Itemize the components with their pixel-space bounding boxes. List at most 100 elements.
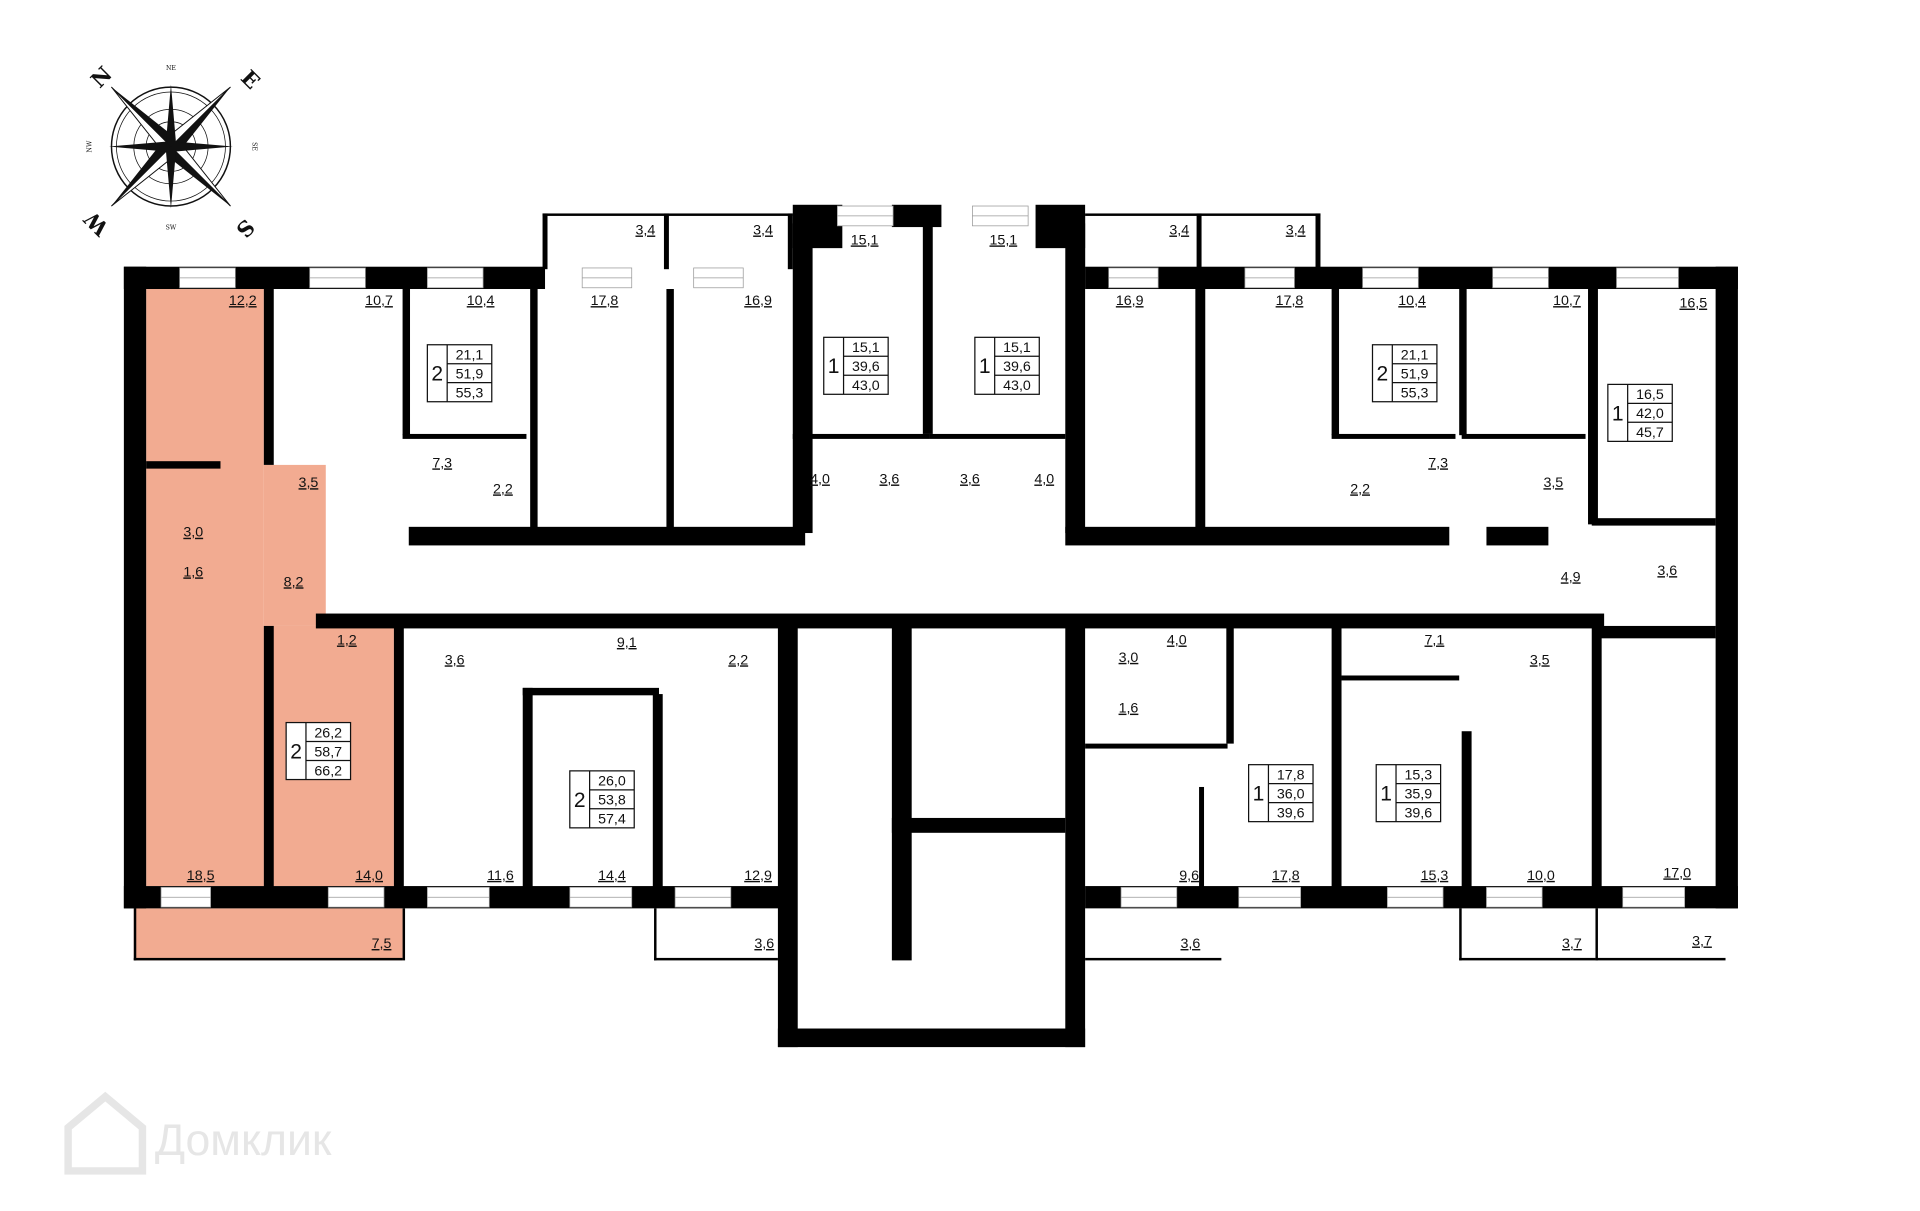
wall [1341, 675, 1460, 681]
wall [530, 289, 538, 537]
room-area-label: 3,7 [1692, 934, 1712, 950]
apartment-info-box[interactable]: 115,139,643,0 [823, 336, 889, 395]
compass-e: E [236, 65, 265, 94]
selected-apartment-highlight[interactable] [133, 289, 403, 961]
room-area-label: 15,1 [989, 232, 1017, 248]
room-area-label: 10,7 [365, 293, 393, 309]
wall [1331, 289, 1340, 436]
room-area-label: 17,8 [1272, 868, 1300, 884]
apartment-info-box[interactable]: 226,258,766,2 [285, 721, 352, 781]
selected-apartment-area[interactable] [146, 289, 264, 887]
window [1120, 886, 1178, 908]
room-area-label: 3,0 [1119, 650, 1139, 666]
wall [1588, 289, 1598, 525]
window [1362, 267, 1419, 289]
wall [1085, 743, 1228, 749]
room-area-label: 12,9 [744, 868, 772, 884]
wall [1459, 289, 1467, 436]
wall [146, 461, 221, 469]
total-area: 45,7 [1636, 425, 1664, 441]
window [581, 267, 633, 289]
living-area: 21,1 [1401, 348, 1429, 364]
windows [160, 205, 1686, 908]
apartment-area: 35,9 [1404, 786, 1432, 802]
room-count: 1 [828, 355, 840, 378]
wall [1459, 908, 1462, 961]
room-area-label: 1,6 [1119, 701, 1139, 717]
wall [393, 625, 404, 893]
window [160, 886, 211, 908]
living-area: 15,1 [1003, 340, 1031, 356]
wall [1597, 625, 1716, 639]
living-area: 26,0 [598, 774, 626, 790]
window [972, 205, 1029, 227]
wall [1461, 433, 1586, 439]
wall [663, 213, 669, 270]
wall [1591, 625, 1602, 893]
wall [1595, 908, 1598, 961]
wall [1591, 518, 1716, 526]
selected-apartment-area[interactable] [263, 464, 326, 626]
compass-s: S [231, 214, 259, 242]
wall [891, 817, 1066, 833]
compass-rose-icon: N E S W NE SE SW NW [79, 61, 265, 243]
window [327, 886, 385, 908]
domclick-watermark: Домклик [64, 1091, 332, 1175]
room-area-label: 4,9 [1561, 569, 1581, 585]
wall [891, 204, 942, 228]
wall [1085, 213, 1321, 216]
compass-nw: NW [87, 140, 94, 152]
wall [654, 957, 778, 961]
room-area-label: 3,4 [1286, 223, 1306, 239]
apartment-area: 39,6 [1003, 359, 1031, 375]
wall [787, 213, 793, 270]
wall [123, 266, 147, 909]
room-area-label: 14,0 [355, 868, 383, 884]
wall [402, 433, 527, 439]
room-area-label: 8,2 [284, 574, 304, 590]
room-area-label: 16,9 [1116, 293, 1144, 309]
total-area: 57,4 [598, 812, 626, 828]
wall [542, 213, 548, 270]
apartment-info-box[interactable]: 115,139,643,0 [974, 336, 1040, 395]
wall [1331, 433, 1456, 439]
apartment-info-box[interactable]: 226,053,857,4 [569, 770, 635, 829]
wall [1536, 613, 1605, 629]
room-area-label: 3,7 [1562, 936, 1582, 952]
room-area-label: 3,0 [183, 525, 203, 541]
wall [542, 213, 793, 216]
total-area: 66,2 [314, 763, 342, 779]
room-count: 2 [1377, 363, 1389, 386]
apartment-info-box[interactable]: 116,542,045,7 [1607, 383, 1673, 442]
apartment-area: 58,7 [314, 744, 342, 760]
apartment-info-boxes: 221,151,955,3115,139,643,0115,139,643,02… [285, 336, 1673, 829]
room-area-label: 7,3 [432, 455, 452, 471]
wall [1595, 957, 1726, 961]
wall [1196, 213, 1202, 270]
living-area: 15,3 [1404, 768, 1432, 784]
room-area-label: 16,5 [1679, 296, 1707, 312]
wall [133, 957, 403, 961]
window [1244, 267, 1295, 289]
room-area-label: 17,8 [1276, 293, 1304, 309]
house-logo-icon [64, 1091, 147, 1175]
room-count: 1 [1253, 783, 1265, 806]
apartment-info-box[interactable]: 221,151,955,3 [426, 344, 493, 403]
room-area-label: 10,7 [1553, 293, 1581, 309]
selected-apartment-area[interactable] [133, 908, 403, 961]
wall [315, 613, 1536, 629]
wall [1065, 223, 1086, 534]
wall [922, 223, 933, 434]
room-area-label: 2,2 [1350, 481, 1370, 497]
apartment-area: 42,0 [1636, 406, 1664, 422]
wall [666, 289, 674, 537]
apartment-info-box[interactable]: 221,151,955,3 [1371, 344, 1438, 403]
wall [777, 1028, 1086, 1048]
apartment-info-box[interactable]: 115,335,939,6 [1375, 764, 1442, 823]
apartment-info-box[interactable]: 117,836,039,6 [1248, 764, 1314, 823]
wall [263, 625, 274, 893]
window [1238, 886, 1302, 908]
window [1622, 886, 1686, 908]
room-area-label: 7,5 [372, 936, 392, 952]
wall [1315, 213, 1321, 270]
